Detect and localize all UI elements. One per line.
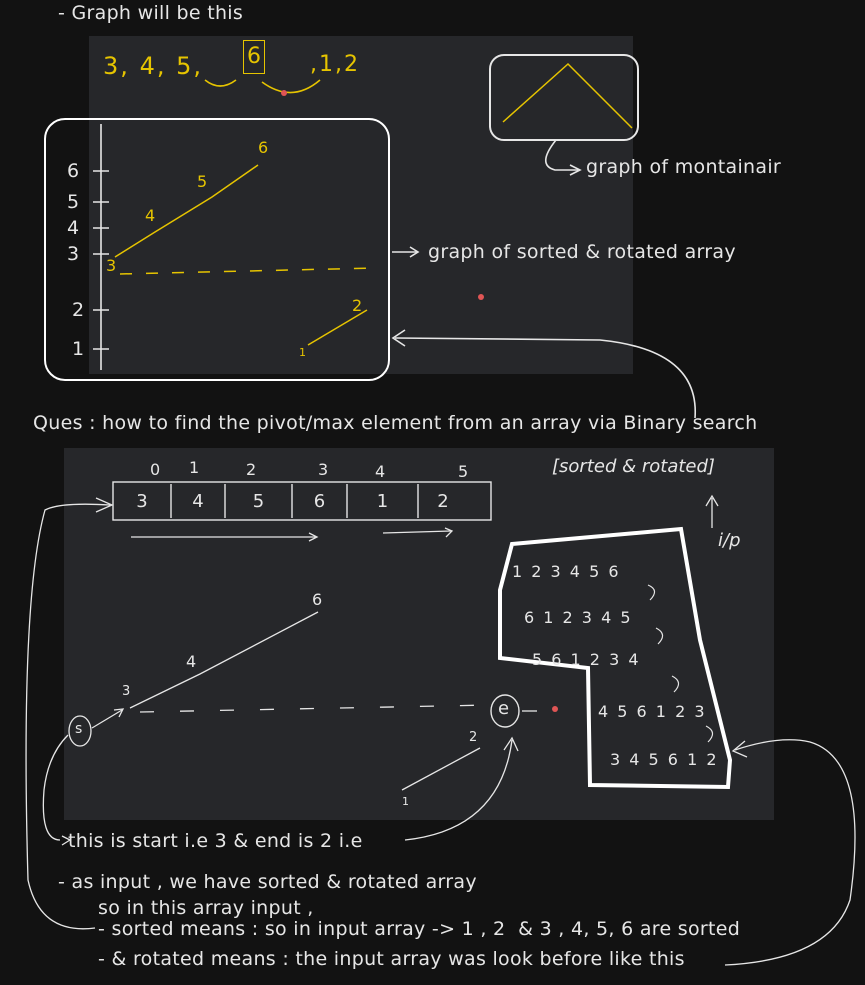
cursor-dot-3 <box>552 706 558 712</box>
y-tick-2: 2 <box>72 299 85 321</box>
y-tick-4: 4 <box>67 217 80 239</box>
cursor-dot-1 <box>281 90 287 96</box>
rotation-4: 4 5 6 1 2 3 <box>598 702 707 721</box>
graph-box <box>44 118 390 381</box>
diagram2-lower-line <box>401 747 481 791</box>
array-values: 3 4 5 6 1 2 <box>113 482 491 520</box>
diagram2-rising-line <box>129 611 319 709</box>
swirl-arrow-right <box>261 79 321 94</box>
array-cell-5: 2 <box>437 490 449 512</box>
curve-arrow-to-graph <box>394 337 696 419</box>
question-text: Ques : how to find the pivot/max element… <box>33 412 758 434</box>
mountain-box <box>489 54 639 141</box>
caption-mountain-graph: graph of montainair <box>586 156 782 178</box>
rotations-outline <box>498 526 733 790</box>
top-sequence: 3, 4, 5, <box>103 52 204 80</box>
rotation-2: 6 1 2 3 4 5 <box>524 608 633 627</box>
array-index-4: 4 <box>375 462 386 481</box>
input-label: i/p <box>718 530 741 551</box>
note-sorted-means: - sorted means : so in input array -> 1 … <box>98 918 741 940</box>
point-label-3: 3 <box>106 256 117 275</box>
array-index-5: 5 <box>458 462 469 481</box>
seq-1: 1 <box>319 52 335 77</box>
lower-line <box>307 309 368 346</box>
start-circle <box>68 715 92 747</box>
end-label: e <box>498 698 510 719</box>
caption-sorted-rotated-graph: graph of sorted & rotated array <box>428 241 736 263</box>
diagram2-label-3: 3 <box>122 684 131 699</box>
y-tick-3: 3 <box>67 243 80 265</box>
mountain-line <box>502 62 633 129</box>
point-label-6: 6 <box>258 138 269 157</box>
point-label-1: 1 <box>299 346 306 359</box>
rotation-1: 1 2 3 4 5 6 <box>512 562 621 581</box>
array-cell-0: 3 <box>136 490 148 512</box>
diagram2-label-6: 6 <box>312 590 323 609</box>
array-cell-1: 4 <box>192 490 204 512</box>
note-so-in: so in this array input , <box>98 897 314 919</box>
y-tick-1: 1 <box>72 338 85 360</box>
rotation-3: 5 6 1 2 3 4 <box>532 650 641 669</box>
array-index-3: 3 <box>318 460 329 479</box>
upper-panel <box>89 36 633 374</box>
array-cell-3: 6 <box>313 490 326 512</box>
y-tick-6: 6 <box>67 160 80 182</box>
diagram2-label-4: 4 <box>186 652 197 671</box>
diagram2-dashed-line <box>139 704 491 713</box>
note-rotated-means: - & rotated means : the input array was … <box>98 948 685 970</box>
array-cell-2: 5 <box>252 490 265 512</box>
sorted-rotated-tag: [sorted & rotated] <box>552 456 715 477</box>
y-tick-5: 5 <box>67 191 80 213</box>
seq-3: 3 <box>103 52 121 80</box>
array-box <box>112 481 492 521</box>
pivot-dashed-line <box>119 267 376 275</box>
seq-5: 5 <box>176 52 194 80</box>
note-graph-will-be: - Graph will be this <box>58 2 244 24</box>
lower-panel <box>64 448 774 820</box>
seq-4: 4 <box>139 52 157 80</box>
array-cell-4: 1 <box>376 490 389 512</box>
end-circle <box>490 694 520 728</box>
rotation-5: 3 4 5 6 1 2 <box>610 750 719 769</box>
rising-line <box>114 164 259 258</box>
start-label: s <box>75 721 83 737</box>
point-label-2: 2 <box>352 296 363 315</box>
swirl-arrow-left <box>204 79 237 87</box>
array-index-1: 1 <box>189 458 200 477</box>
top-sequence-tail: ,1,2 <box>310 52 360 77</box>
point-label-4: 4 <box>145 206 156 225</box>
pivot-box-6: 6 <box>243 40 265 74</box>
note-start-end: this is start i.e 3 & end is 2 i.e <box>68 830 363 852</box>
note-as-input: - as input , we have sorted & rotated ar… <box>58 871 477 893</box>
array-index-2: 2 <box>246 460 257 479</box>
array-index-0: 0 <box>150 460 161 479</box>
cursor-dot-2 <box>478 294 484 300</box>
diagram2-label-2: 2 <box>469 730 478 745</box>
seq-2: 2 <box>344 52 360 77</box>
diagram2-label-1: 1 <box>402 795 409 808</box>
point-label-5: 5 <box>197 172 208 191</box>
